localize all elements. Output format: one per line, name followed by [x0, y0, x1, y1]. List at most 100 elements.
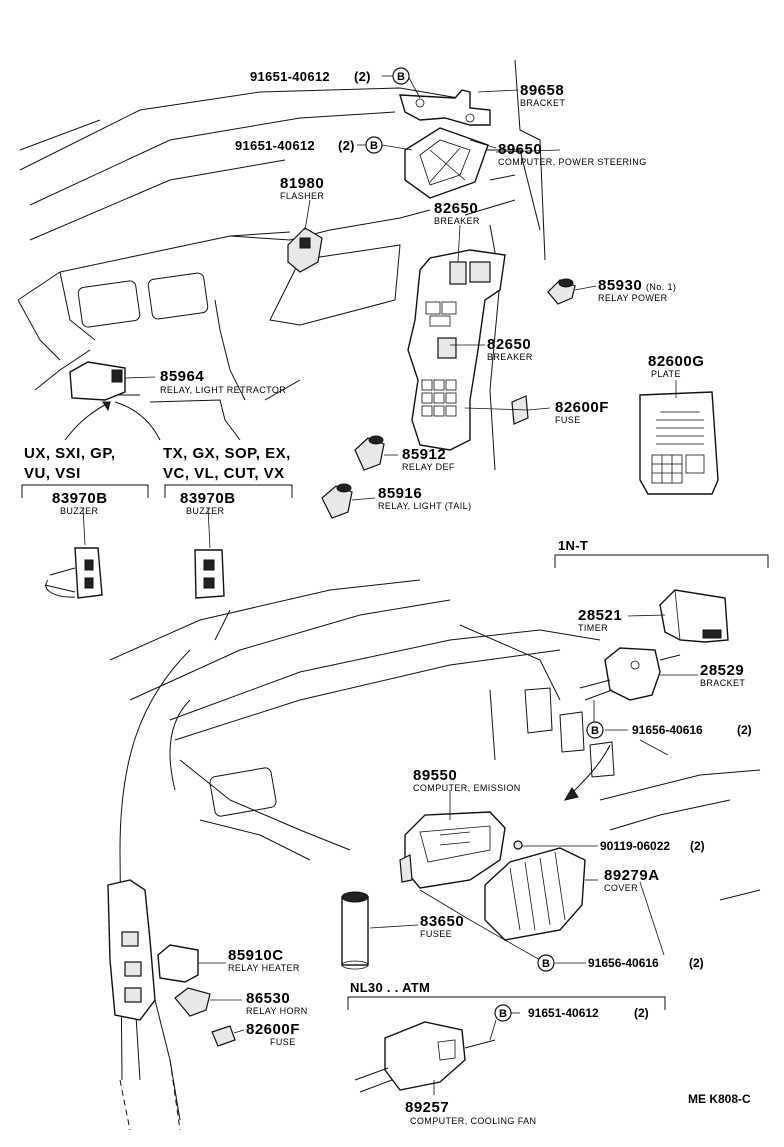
b-symbol-label: B — [499, 1008, 507, 1020]
part-desc: FUSEE — [420, 929, 452, 939]
part-number: 85910C — [228, 947, 284, 964]
part-number: 90119-06022 — [600, 839, 670, 853]
variant-arrow-right — [114, 401, 161, 441]
part-number: 91651-40612 — [250, 69, 330, 84]
b-symbol-label: B — [370, 140, 378, 152]
flasher-part — [287, 227, 323, 273]
group-bracket-mt — [554, 554, 769, 568]
part-desc: RELAY, LIGHT (TAIL) — [378, 501, 471, 511]
part-desc: FUSE — [270, 1037, 296, 1047]
part-number: 89257 — [405, 1099, 449, 1116]
part-number: 82600F — [555, 399, 609, 416]
part-number: 28521 — [578, 607, 622, 624]
computer-power-steering-part — [404, 127, 489, 199]
part-desc: COMPUTER, COOLING FAN — [410, 1116, 536, 1126]
buzzer-left-part — [44, 547, 103, 599]
part-number: 85964 — [160, 368, 204, 385]
group-label-atm: NL30 . . ATM — [350, 980, 430, 995]
part-desc: RELAY POWER — [598, 293, 668, 303]
b-symbol: B — [392, 67, 410, 85]
part-number: 81980 — [280, 175, 324, 192]
diagram-code: ME K808-C — [688, 1092, 751, 1106]
variant-left-line1: UX, SXI, GP, — [24, 445, 116, 462]
variant-right-line2: VC, VL, CUT, VX — [163, 465, 285, 482]
buzzer-right-part — [194, 549, 225, 599]
relay-def-part — [354, 435, 385, 471]
b-symbol-label: B — [542, 958, 550, 970]
b-symbol: B — [586, 721, 604, 739]
part-desc: TIMER — [578, 623, 608, 633]
part-desc: BRACKET — [700, 678, 745, 688]
variant-left-line2: VU, VSI — [24, 465, 81, 482]
computer-emission-part — [399, 811, 506, 889]
computer-cooling-fan-part — [354, 1021, 496, 1093]
b-symbol-label: B — [397, 71, 405, 83]
screw-part — [513, 840, 523, 850]
part-suffix: (No. 1) — [646, 282, 676, 292]
group-bracket-atm — [347, 996, 666, 1010]
part-number: 82650 — [487, 336, 531, 353]
cover-part — [484, 847, 586, 941]
part-number: 89658 — [520, 82, 564, 99]
part-desc: BREAKER — [434, 216, 480, 226]
part-number: 83970B — [180, 490, 236, 507]
part-number: 91656-40616 — [588, 956, 659, 970]
part-qty: (2) — [338, 138, 355, 153]
b-symbol: B — [494, 1004, 512, 1022]
relay-light-tail-part — [321, 483, 353, 519]
part-number: 83650 — [420, 913, 464, 930]
part-desc: PLATE — [651, 369, 681, 379]
part-qty: (2) — [737, 723, 752, 737]
part-qty: (2) — [634, 1006, 649, 1020]
fusee-part — [341, 891, 369, 970]
part-number: 85912 — [402, 446, 446, 463]
part-number: 89550 — [413, 767, 457, 784]
part-qty: (2) — [689, 956, 704, 970]
b-symbol: B — [365, 136, 383, 154]
part-qty: (2) — [354, 69, 371, 84]
bracket-28529-part — [579, 647, 681, 701]
part-desc: BRACKET — [520, 98, 565, 108]
lower-junction-part — [107, 879, 156, 1021]
part-desc: RELAY HEATER — [228, 963, 300, 973]
part-number: 83970B — [52, 490, 108, 507]
part-qty: (2) — [690, 839, 705, 853]
variant-bracket-left — [21, 484, 149, 498]
relay-heater-part — [157, 944, 199, 983]
plate-part — [639, 391, 719, 495]
part-number: 28529 — [700, 662, 744, 679]
b-symbol: B — [537, 954, 555, 972]
junction-block-part — [407, 249, 506, 451]
part-number: 82600G — [648, 353, 704, 370]
lower-dashboard-outline — [109, 579, 761, 1131]
bracket-89658-part — [399, 89, 491, 126]
part-number: 85930 — [598, 277, 642, 294]
part-number: 85916 — [378, 485, 422, 502]
timer-part — [659, 589, 729, 643]
relay-horn-part — [174, 987, 211, 1017]
relay-power-part — [547, 278, 576, 305]
part-desc: FUSE — [555, 415, 581, 425]
part-desc: BUZZER — [60, 506, 99, 516]
variant-right-line1: TX, GX, SOP, EX, — [163, 445, 291, 462]
group-label-mt: 1N-T — [558, 538, 588, 553]
part-number: 82650 — [434, 200, 478, 217]
variant-bracket-right — [164, 484, 293, 498]
variant-arrow-left — [64, 401, 111, 441]
part-desc: COVER — [604, 883, 638, 893]
upper-dashboard-outline — [17, 59, 546, 471]
part-number: 91651-40612 — [235, 138, 315, 153]
part-desc: RELAY DEF — [402, 462, 455, 472]
part-desc: COMPUTER, EMISSION — [413, 783, 521, 793]
part-number: 91656-40616 — [632, 723, 703, 737]
fuse-lower-part — [211, 1025, 236, 1047]
part-number: 89279A — [604, 867, 660, 884]
b-symbol-label: B — [591, 725, 599, 737]
part-desc: FLASHER — [280, 191, 324, 201]
relay-light-retractor-part — [69, 361, 126, 401]
part-number: 89650 — [498, 141, 542, 158]
part-desc: BUZZER — [186, 506, 225, 516]
part-number: 91651-40612 — [528, 1006, 599, 1020]
